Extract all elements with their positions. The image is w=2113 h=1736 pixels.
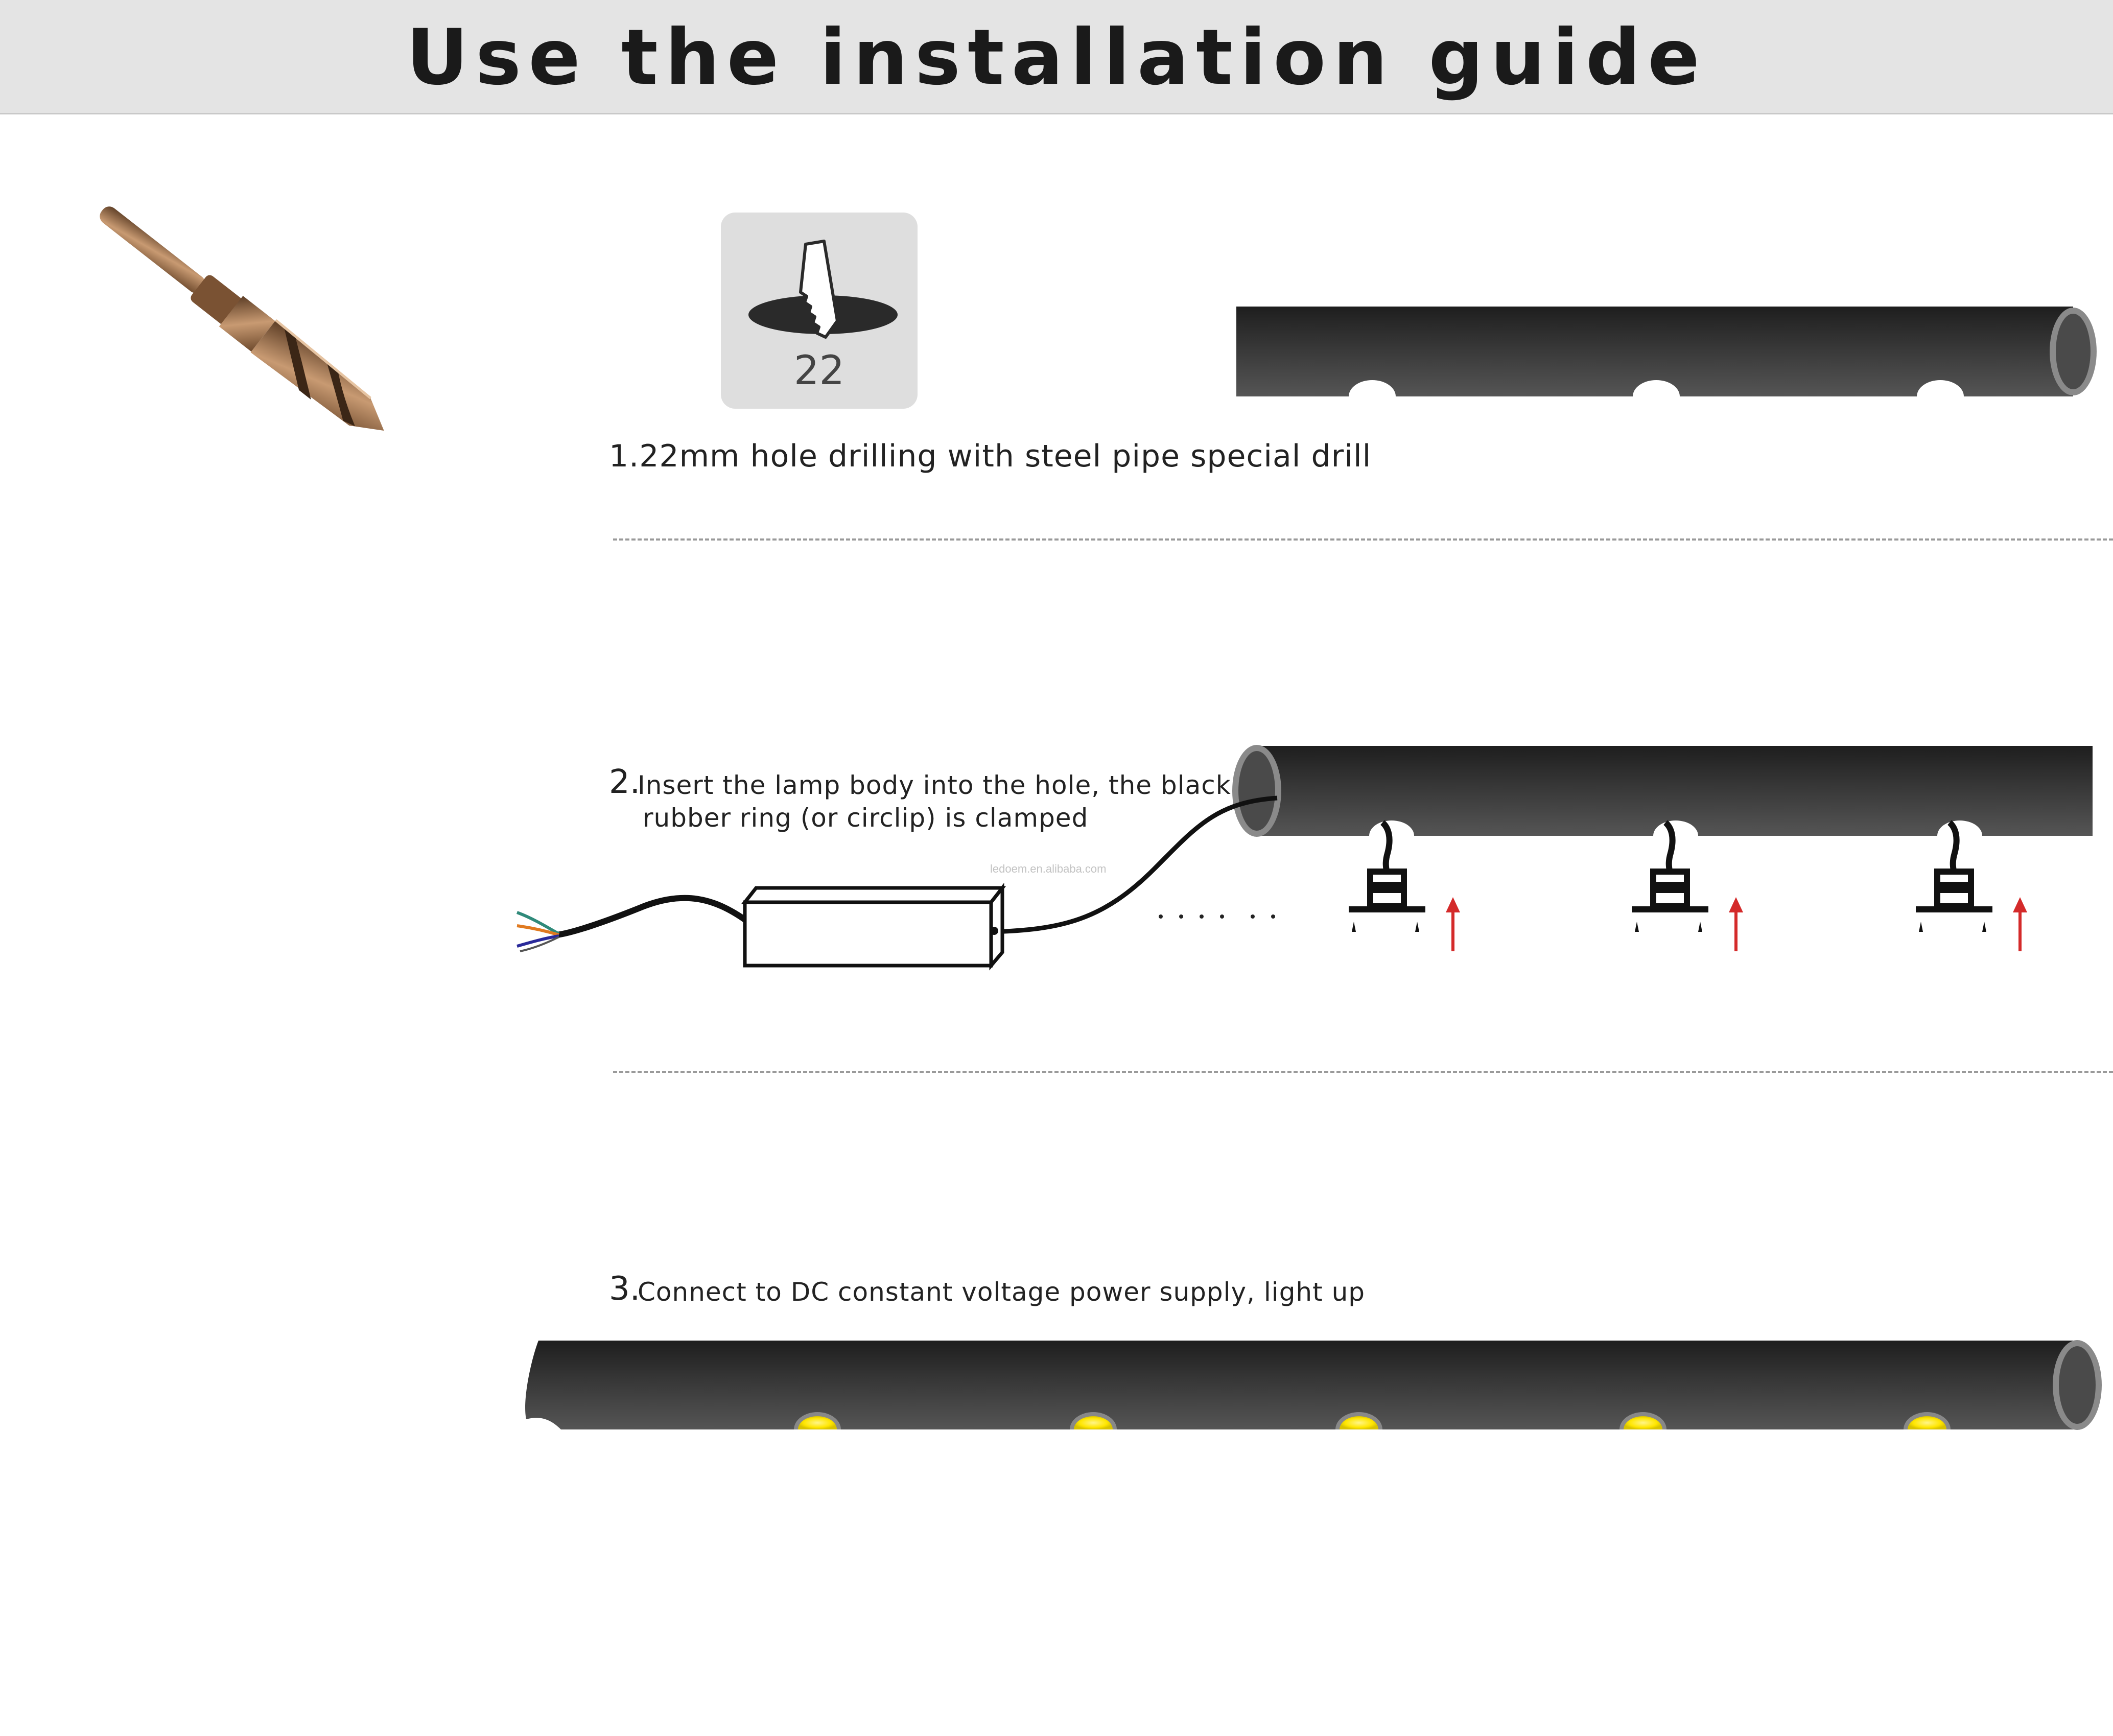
up-arrow-icon [1446,897,1460,951]
drill-size-badge: 22 [721,213,918,409]
power-supply-box [741,882,1006,971]
step1-instruction: 1.22mm hole drilling with steel pipe spe… [609,438,1372,474]
step2-number: 2. [609,763,641,801]
header-banner: Use the installation guide [0,0,2113,114]
step2-instruction-line2: rubber ring (or circlip) is clamped [643,803,1089,833]
lamp-fixture-icon [1916,820,1992,932]
drill-bit-photo-icon [100,206,384,431]
section-divider [613,1071,2113,1073]
continuation-dots [1159,914,1275,919]
input-cable [556,895,747,938]
hole-drilling-icon [748,240,898,339]
page-title: Use the installation guide [406,13,1707,102]
section-divider [613,538,2113,541]
led-light [1904,1412,1951,1429]
step2-instruction-line1: Insert the lamp body into the hole, the … [638,770,1231,800]
pipe-hole [1633,380,1680,396]
led-light [1335,1412,1382,1429]
lamp-cable [991,795,1278,934]
up-arrow-icon [2013,897,2027,951]
led-light [1619,1412,1666,1429]
lamp-fixture-icon [1632,820,1708,932]
up-arrow-icon [1729,897,1743,951]
step2-pipe [1232,745,2093,837]
drill-size-label: 22 [793,348,845,394]
led-light [1070,1412,1117,1429]
lamp-fixture-icon [1349,820,1425,932]
step1-pipe [1236,307,2097,396]
step3-instruction: Connect to DC constant voltage power sup… [638,1277,1366,1307]
led-light [794,1412,841,1429]
step3-pipe [525,1340,2102,1430]
step3-number: 3. [609,1270,641,1308]
pipe-hole [1917,380,1964,396]
wire-ends [516,911,560,952]
watermark: ledoem.en.alibaba.com [990,862,1107,875]
pipe-hole [1349,380,1396,396]
